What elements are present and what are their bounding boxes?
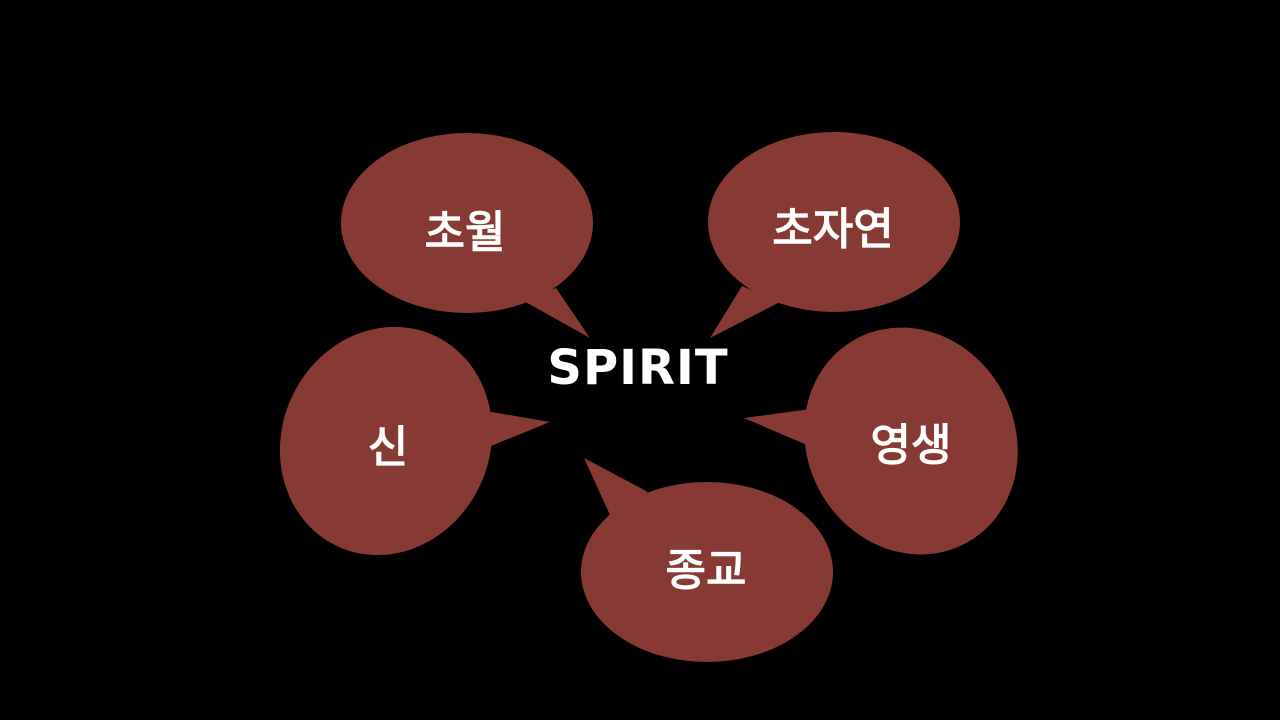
bubble-shape bbox=[341, 133, 593, 313]
bubble-label: 초월 bbox=[425, 207, 506, 258]
bubble-tail bbox=[710, 286, 780, 338]
bubble-tail bbox=[480, 410, 550, 448]
bubble-tail bbox=[522, 288, 590, 338]
speech-bubble-god: 신 bbox=[279, 326, 550, 556]
speech-bubble-religion: 종교 bbox=[581, 458, 833, 662]
bubble-label: 종교 bbox=[666, 545, 747, 596]
bubble-shape bbox=[581, 482, 833, 662]
bubble-shape bbox=[708, 132, 960, 312]
bubble-label: 영생 bbox=[871, 420, 952, 471]
bubble-tail bbox=[584, 458, 648, 515]
bubble-label: 초자연 bbox=[772, 204, 893, 255]
bubble-shape bbox=[279, 326, 493, 556]
bubble-label: 신 bbox=[368, 422, 408, 473]
speech-bubble-transcendence: 초월 bbox=[341, 133, 593, 338]
speech-bubble-eternal-life: 영생 bbox=[744, 327, 1018, 555]
bubble-shape bbox=[804, 327, 1018, 555]
center-label: SPIRIT bbox=[547, 340, 728, 396]
bubble-tail bbox=[744, 408, 818, 448]
speech-bubble-supernatural: 초자연 bbox=[708, 132, 960, 338]
